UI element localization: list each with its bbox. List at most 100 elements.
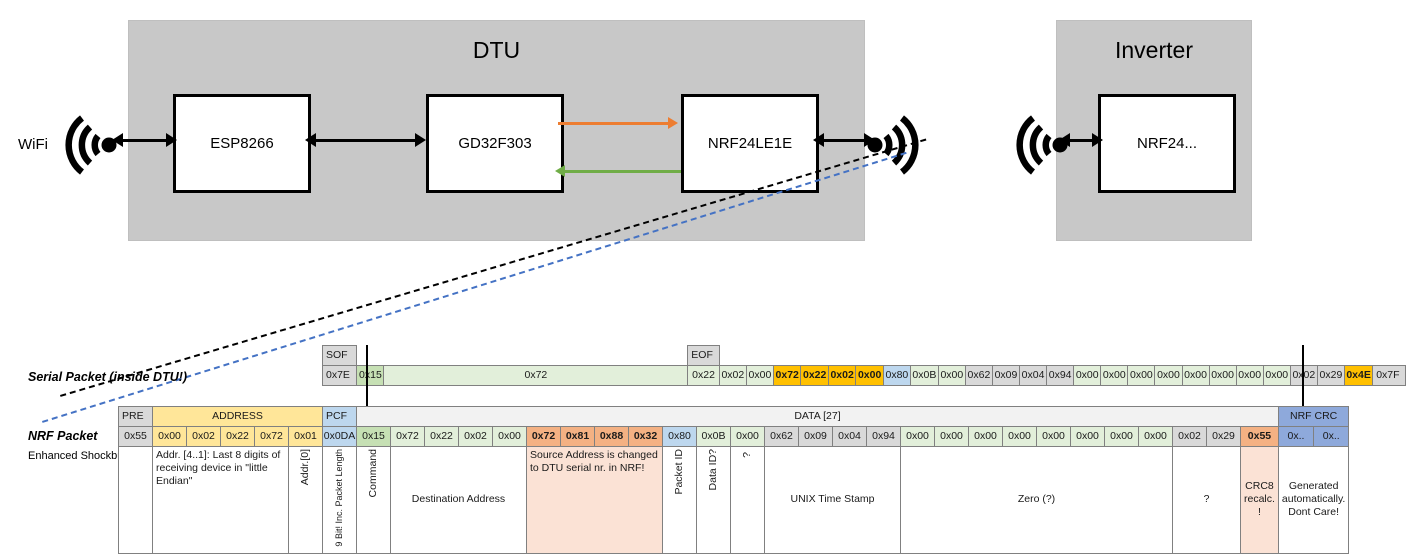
nrf-byte-19: 0x62	[764, 426, 799, 447]
nrf-byte-11: 0x00	[492, 426, 527, 447]
arrow-esp-gd32-line	[311, 139, 421, 142]
serial-byte-21: 0x00	[1208, 365, 1237, 386]
nrf-byte-12: 0x72	[526, 426, 561, 447]
arrow-nrf-to-gd32-line	[565, 170, 681, 173]
nrf-byte-15: 0x32	[628, 426, 663, 447]
chip-esp8266: ESP8266	[173, 94, 311, 193]
dtu-title: DTU	[472, 37, 521, 63]
arrow-inverter-antenna-head-left	[1059, 133, 1070, 147]
desc-addr0: Addr.[0]	[288, 446, 323, 554]
nrf-header-data: DATA [27]	[356, 406, 1279, 427]
nrf-byte-6: 0x0DA	[322, 426, 357, 447]
nrf-byte-35: 0x..	[1313, 426, 1350, 447]
connector-line-left	[366, 345, 368, 406]
chip-nrf24le1e-label: NRF24LE1E	[707, 135, 793, 152]
nrf-byte-4: 0x72	[254, 426, 289, 447]
arrow-nrf-to-gd32-head	[555, 165, 565, 177]
nrf-byte-2: 0x02	[186, 426, 221, 447]
desc-source-address: Source Address is changed to DTU serial …	[526, 446, 663, 554]
nrf-byte-25: 0x00	[968, 426, 1003, 447]
arrow-esp-gd32-head-right	[415, 133, 426, 147]
serial-byte-18: 0x00	[1127, 365, 1156, 386]
desc-command: Command	[356, 446, 391, 554]
serial-byte-23: 0x00	[1262, 365, 1291, 386]
nrf-byte-8: 0x72	[390, 426, 425, 447]
nrf-byte-29: 0x00	[1104, 426, 1139, 447]
diagram-canvas: DTU Inverter WiFi ESP8266 GD32F303 NRF24…	[18, 20, 1406, 554]
serial-byte-5: 0x72	[772, 365, 802, 386]
nrf-byte-16: 0x80	[662, 426, 697, 447]
nrf-byte-7: 0x15	[356, 426, 391, 447]
serial-byte-1: 0x72	[383, 365, 689, 386]
serial-byte-0: 0x15	[356, 365, 385, 386]
desc-data-id: Data ID?	[696, 446, 731, 554]
nrf-byte-5: 0x01	[288, 426, 323, 447]
chip-gd32f303: GD32F303	[426, 94, 564, 193]
nrf-packet-row-sublabel: Enhanced Shockburst	[28, 450, 136, 462]
desc-unknown-1: ?	[730, 446, 765, 554]
inverter-title: Inverter	[1115, 37, 1193, 63]
arrow-wifi-esp-head-right	[166, 133, 177, 147]
desc-unknown-2: ?	[1172, 446, 1241, 554]
inverter-radio-antenna-icon	[1013, 114, 1069, 181]
serial-byte-6: 0x22	[800, 365, 829, 386]
nrf-header-address: ADDRESS	[152, 406, 323, 427]
chip-nrf24le1e: NRF24LE1E	[681, 94, 819, 193]
serial-byte-26: 0x4E	[1343, 365, 1374, 386]
serial-byte-22: 0x00	[1235, 365, 1264, 386]
arrow-nrf-antenna-head-left	[813, 133, 824, 147]
nrf-byte-23: 0x00	[900, 426, 935, 447]
desc-address: Addr. [4..1]: Last 8 digits of receiving…	[152, 446, 289, 554]
nrf-byte-34: 0x..	[1277, 426, 1315, 447]
chip-esp8266-label: ESP8266	[210, 135, 274, 152]
serial-byte-10: 0x0B	[909, 365, 939, 386]
nrf-byte-18: 0x00	[730, 426, 765, 447]
chip-nrf24: NRF24...	[1098, 94, 1236, 193]
serial-byte-sof: 0x7E	[321, 365, 358, 386]
desc-nrf-crc: Generated automatically. Dont Care!	[1277, 446, 1350, 554]
desc-crc8: CRC8 recalc. !	[1240, 446, 1279, 554]
serial-byte-eof: 0x7F	[1372, 365, 1406, 386]
serial-byte-2: 0x22	[687, 365, 720, 386]
serial-byte-13: 0x09	[991, 365, 1021, 386]
serial-byte-4: 0x00	[745, 365, 774, 386]
nrf-byte-33: 0x55	[1240, 426, 1279, 447]
arrow-wifi-esp-line	[118, 139, 173, 142]
arrow-inverter-antenna-head-right	[1092, 133, 1103, 147]
arrow-gd32-to-nrf-head	[668, 117, 678, 129]
nrf-byte-22: 0x94	[866, 426, 901, 447]
nrf-byte-28: 0x00	[1070, 426, 1105, 447]
nrf-byte-32: 0x29	[1206, 426, 1241, 447]
nrf-byte-17: 0x0B	[696, 426, 731, 447]
serial-byte-25: 0x29	[1316, 365, 1345, 386]
nrf-byte-1: 0x00	[152, 426, 187, 447]
serial-packet-row-label: Serial Packet (inside DTU!)	[28, 370, 188, 384]
nrf-header-pre: PRE	[118, 406, 153, 427]
serial-byte-17: 0x00	[1100, 365, 1129, 386]
nrf-header-pcf: PCF	[322, 406, 357, 427]
nrf-byte-13: 0x81	[560, 426, 595, 447]
desc-zero: Zero (?)	[900, 446, 1173, 554]
wifi-label: WiFi	[18, 136, 48, 153]
serial-byte-7: 0x02	[827, 365, 857, 386]
nrf-byte-9: 0x22	[424, 426, 459, 447]
desc-destination-address: Destination Address	[390, 446, 527, 554]
serial-byte-16: 0x00	[1073, 365, 1102, 386]
serial-byte-14: 0x04	[1019, 365, 1048, 386]
nrf-byte-27: 0x00	[1036, 426, 1071, 447]
serial-byte-3: 0x02	[718, 365, 747, 386]
nrf-byte-0: 0x55	[118, 426, 153, 447]
nrf-byte-20: 0x09	[798, 426, 833, 447]
nrf-byte-26: 0x00	[1002, 426, 1037, 447]
nrf-byte-21: 0x04	[832, 426, 867, 447]
nrf-byte-24: 0x00	[934, 426, 969, 447]
nrf-byte-30: 0x00	[1138, 426, 1173, 447]
serial-packet-header-row: SOF EOF	[321, 345, 1406, 366]
serial-byte-19: 0x00	[1154, 365, 1183, 386]
chip-gd32f303-label: GD32F303	[458, 135, 532, 152]
